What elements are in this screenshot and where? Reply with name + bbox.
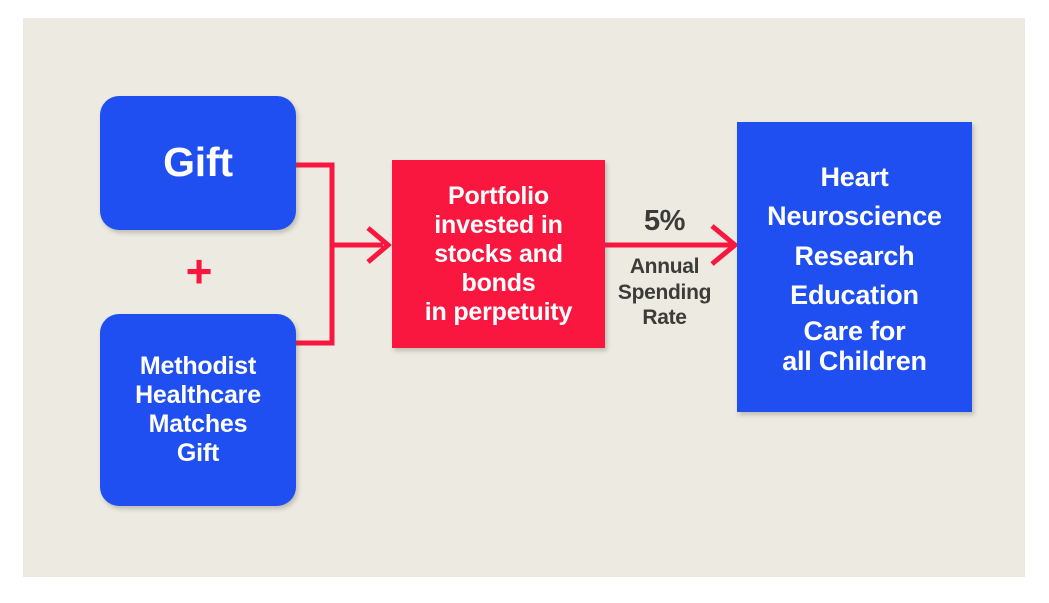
node-outcomes-line-6: all Children [782, 345, 927, 376]
node-portfolio: Portfolio invested in stocks and bonds i… [392, 160, 605, 348]
spending-rate-value: 5% [644, 205, 685, 237]
node-portfolio-line-2: invested in [434, 210, 563, 239]
spending-rate-caption: Annual Spending Rate [608, 254, 721, 331]
node-match-line-1: Methodist [139, 352, 257, 380]
node-portfolio-line-4: in perpetuity [424, 297, 573, 326]
plus-icon: + [185, 245, 213, 297]
spending-rate-caption-line-2: Spending [617, 280, 712, 304]
node-outcomes-line-4: Education [790, 280, 919, 311]
node-outcomes: Heart Neuroscience Research Education Ca… [737, 122, 972, 412]
node-portfolio-line-1: Portfolio [448, 181, 549, 210]
node-outcomes-line-5: Care for [803, 315, 906, 346]
node-outcomes-line-2: Neuroscience [767, 201, 942, 232]
node-match: Methodist Healthcare Matches Gift [100, 314, 296, 506]
node-match-line-4: Gift [176, 439, 220, 467]
node-match-line-2: Healthcare [135, 381, 261, 409]
node-outcomes-line-3: Research [794, 240, 915, 271]
node-outcomes-line-1: Heart [820, 161, 889, 192]
spending-rate-caption-line-3: Rate [642, 306, 687, 330]
node-gift-label: Gift [163, 139, 233, 186]
node-portfolio-line-3: stocks and bonds [434, 239, 563, 297]
node-gift: Gift [100, 96, 296, 230]
node-match-line-3: Matches [148, 410, 248, 438]
spending-rate-caption-line-1: Annual [629, 255, 700, 278]
